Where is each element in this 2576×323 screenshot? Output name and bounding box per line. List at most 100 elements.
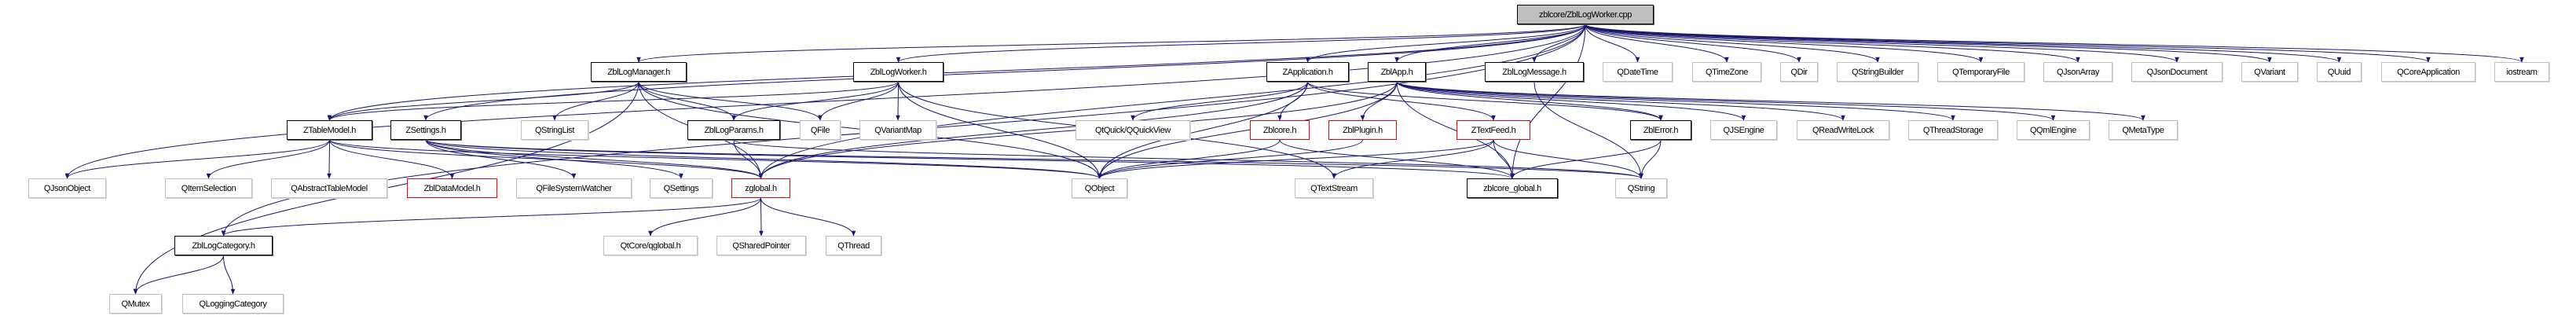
edge-cpp-to-qdatetime xyxy=(1585,24,1640,63)
node-zblcoreglobal[interactable]: zblcore_global.h xyxy=(1467,178,1558,198)
node-qdir[interactable]: QDir xyxy=(1780,62,1818,82)
node-qfile[interactable]: QFile xyxy=(800,120,841,140)
edge-logmanager-to-qfile xyxy=(638,81,823,121)
edge-zblapp-to-qreadwritelock xyxy=(1396,81,1845,121)
node-zblplugin[interactable]: ZblPlugin.h xyxy=(1328,120,1397,140)
node-qvariant[interactable]: QVariant xyxy=(2241,62,2298,82)
node-logworker[interactable]: ZblLogWorker.h xyxy=(853,62,944,82)
node-qfilesystemwatcher[interactable]: QFileSystemWatcher xyxy=(516,178,632,198)
node-qtemporaryfile[interactable]: QTemporaryFile xyxy=(1937,62,2025,82)
edge-zblerror-to-qstring xyxy=(1639,139,1662,179)
node-qreadwritelock[interactable]: QReadWriteLock xyxy=(1797,120,1889,140)
edge-cpp-to-quuid xyxy=(1585,24,2342,63)
edge-cpp-to-qjsonarray xyxy=(1585,24,2080,63)
edge-zblapp-to-qobject xyxy=(1097,81,1398,179)
node-qjsengine[interactable]: QJSEngine xyxy=(1710,120,1777,140)
node-qmetatype[interactable]: QMetaType xyxy=(2109,120,2178,140)
edge-zapplication-to-ztextfeed xyxy=(1307,81,1496,121)
edge-ztablemodel-to-qabstracttablemodel xyxy=(327,139,332,179)
edge-zglobal-to-logcategory xyxy=(221,197,761,237)
edge-zblcore-to-zblcoreglobal xyxy=(1279,139,1515,179)
edge-logworker-to-logparams xyxy=(731,81,899,121)
node-ztablemodel[interactable]: ZTableModel.h xyxy=(287,120,372,140)
edge-logmanager-to-logparams xyxy=(638,81,736,121)
edge-cpp-to-zblcoreglobal xyxy=(1510,24,1586,179)
node-qtextstream[interactable]: QTextStream xyxy=(1295,178,1373,198)
node-ztextfeed[interactable]: ZTextFeed.h xyxy=(1457,120,1530,140)
edge-zglobal-to-qsharedpointer xyxy=(759,197,764,237)
node-qvariantmap[interactable]: QVariantMap xyxy=(859,120,936,140)
node-qabstracttablemodel[interactable]: QAbstractTableModel xyxy=(271,178,387,198)
node-qloggingcategory[interactable]: QLoggingCategory xyxy=(182,294,284,314)
node-qtimezone[interactable]: QTimeZone xyxy=(1692,62,1761,82)
node-qjsonobject[interactable]: QJsonObject xyxy=(28,178,106,198)
node-qmutex[interactable]: QMutex xyxy=(109,294,162,314)
node-qjsonarray[interactable]: QJsonArray xyxy=(2043,62,2112,82)
edge-ztextfeed-to-zblcoreglobal xyxy=(1493,139,1515,179)
edge-zblapp-to-qthreadstorage xyxy=(1396,81,1955,121)
node-qquickview[interactable]: QtQuick/QQuickView xyxy=(1075,120,1190,140)
edge-zblapp-to-qjsengine xyxy=(1396,81,1746,121)
edge-zsettings-to-qsettings xyxy=(425,139,683,179)
edge-zblapp-to-qmetatype xyxy=(1396,81,2145,121)
node-qjsondocument[interactable]: QJsonDocument xyxy=(2131,62,2222,82)
edge-logworker-to-qvariantmap xyxy=(896,81,900,121)
node-datamodel[interactable]: ZblDataModel.h xyxy=(407,178,497,198)
node-logcategory[interactable]: ZblLogCategory.h xyxy=(174,236,273,255)
edge-ztablemodel-to-zglobal xyxy=(329,139,764,179)
node-qqmlengine[interactable]: QQmlEngine xyxy=(2017,120,2090,140)
node-qthread[interactable]: QThread xyxy=(826,236,881,255)
edge-logworker-to-qfile xyxy=(818,81,899,121)
node-qsharedpointer[interactable]: QSharedPointer xyxy=(716,236,806,255)
edge-ztextfeed-to-qtextstream xyxy=(1332,139,1494,179)
edge-cpp-to-zsettings xyxy=(423,24,1586,121)
edge-zblapp-to-zblerror xyxy=(1396,81,1663,121)
edge-cpp-to-zapplication xyxy=(1305,24,1586,63)
edge-zblcore-to-qobject xyxy=(1097,139,1281,179)
node-qdatetime[interactable]: QDateTime xyxy=(1603,62,1673,82)
edge-cpp-to-iostream xyxy=(1585,24,2524,63)
edge-zsettings-to-qobject xyxy=(425,139,1102,179)
node-qthreadstorage[interactable]: QThreadStorage xyxy=(1908,120,1998,140)
edge-cpp-to-qtemporaryfile xyxy=(1585,24,1984,63)
edge-logmanager-to-qstringlist xyxy=(552,81,639,121)
node-zblcore[interactable]: Zblcore.h xyxy=(1250,120,1310,140)
node-qstringlist[interactable]: QStringList xyxy=(521,120,588,140)
edge-ztextfeed-to-qobject xyxy=(1097,139,1494,179)
edge-cpp-to-qstringbuilder xyxy=(1585,24,1880,63)
edge-cpp-to-logworker xyxy=(896,24,1586,63)
node-zglobal[interactable]: zglobal.h xyxy=(731,178,790,198)
edge-logcategory-to-qloggingcategory xyxy=(223,255,236,295)
node-zsettings[interactable]: ZSettings.h xyxy=(390,120,461,140)
edge-logmanager-to-ztablemodel xyxy=(327,81,639,121)
node-quuid[interactable]: QUuid xyxy=(2317,62,2362,82)
node-qcoreapplication[interactable]: QCoreApplication xyxy=(2381,62,2475,82)
node-qglobal[interactable]: QtCore/qglobal.h xyxy=(603,236,698,255)
node-logmessage[interactable]: ZblLogMessage.h xyxy=(1485,62,1584,82)
edge-cpp-to-ztablemodel xyxy=(327,24,1586,121)
edge-logcategory-to-qmutex xyxy=(133,255,224,295)
edge-zapplication-to-qobject xyxy=(1097,81,1308,179)
edge-cpp-to-qdir xyxy=(1585,24,1801,63)
node-qobject[interactable]: QObject xyxy=(1072,178,1127,198)
edge-zglobal-to-qglobal xyxy=(648,197,761,237)
node-zapplication[interactable]: ZApplication.h xyxy=(1266,62,1349,82)
edge-zblplugin-to-qobject xyxy=(1097,139,1363,179)
edge-zsettings-to-qstring xyxy=(425,139,1643,179)
edge-ztablemodel-to-qobject xyxy=(329,139,1102,179)
node-zblapp[interactable]: ZblApp.h xyxy=(1368,62,1426,82)
node-qitemselection[interactable]: QItemSelection xyxy=(165,178,252,198)
node-qsettings[interactable]: QSettings xyxy=(650,178,713,198)
node-zblerror[interactable]: ZblError.h xyxy=(1630,120,1691,140)
node-qstringbuilder[interactable]: QStringBuilder xyxy=(1837,62,1918,82)
node-qstring[interactable]: QString xyxy=(1615,178,1667,198)
node-logparams[interactable]: ZblLogParams.h xyxy=(687,120,780,140)
node-cpp[interactable]: zblcore/ZblLogWorker.cpp xyxy=(1517,5,1654,24)
edge-zblerror-to-zblcoreglobal xyxy=(1510,139,1662,179)
edge-cpp-to-qjsonobject xyxy=(64,24,1586,179)
edge-zsettings-to-zglobal xyxy=(425,139,764,179)
node-iostream[interactable]: iostream xyxy=(2494,62,2549,82)
node-logmanager[interactable]: ZblLogManager.h xyxy=(591,62,687,82)
edge-zapplication-to-zglobal xyxy=(758,81,1308,179)
edge-zblapp-to-qqmlengine xyxy=(1396,81,2056,121)
